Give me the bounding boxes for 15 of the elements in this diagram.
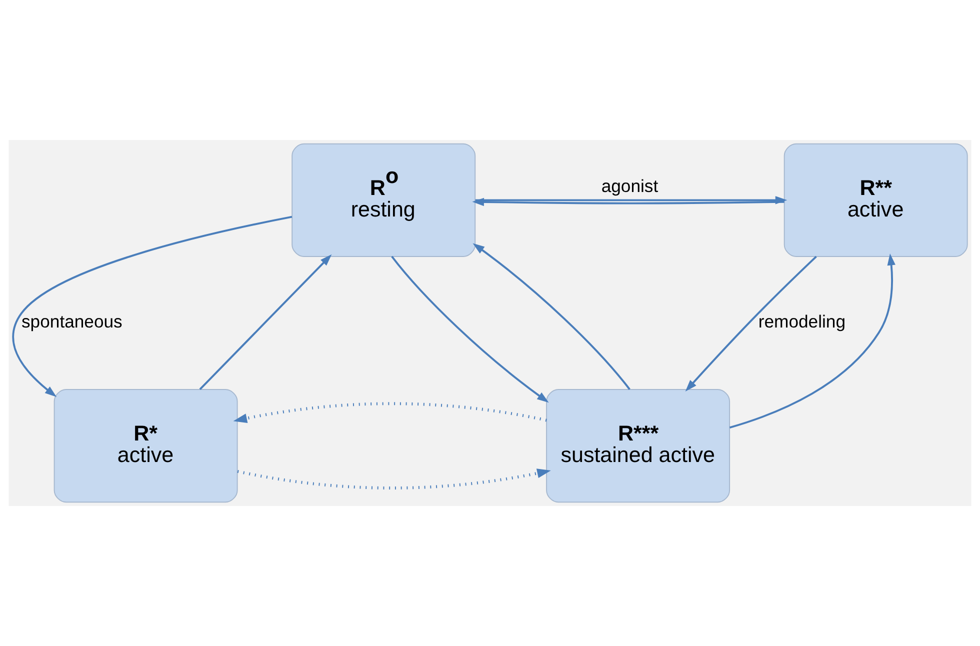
arrow [12, 216, 292, 398]
arrow [472, 243, 630, 390]
arrow [685, 256, 817, 392]
node-box: R* active [54, 389, 238, 503]
arrow [729, 254, 896, 428]
node-box: R** active [784, 143, 968, 257]
arrow [391, 256, 549, 403]
arrow [472, 198, 784, 206]
edge-label: spontaneous [22, 311, 122, 332]
edge-label: remodeling [758, 311, 846, 332]
arrow [199, 254, 332, 390]
node-box: R*** sustained active [546, 389, 730, 503]
arrow [237, 468, 551, 490]
edge-label: agonist [601, 176, 658, 196]
arrow [233, 402, 547, 423]
